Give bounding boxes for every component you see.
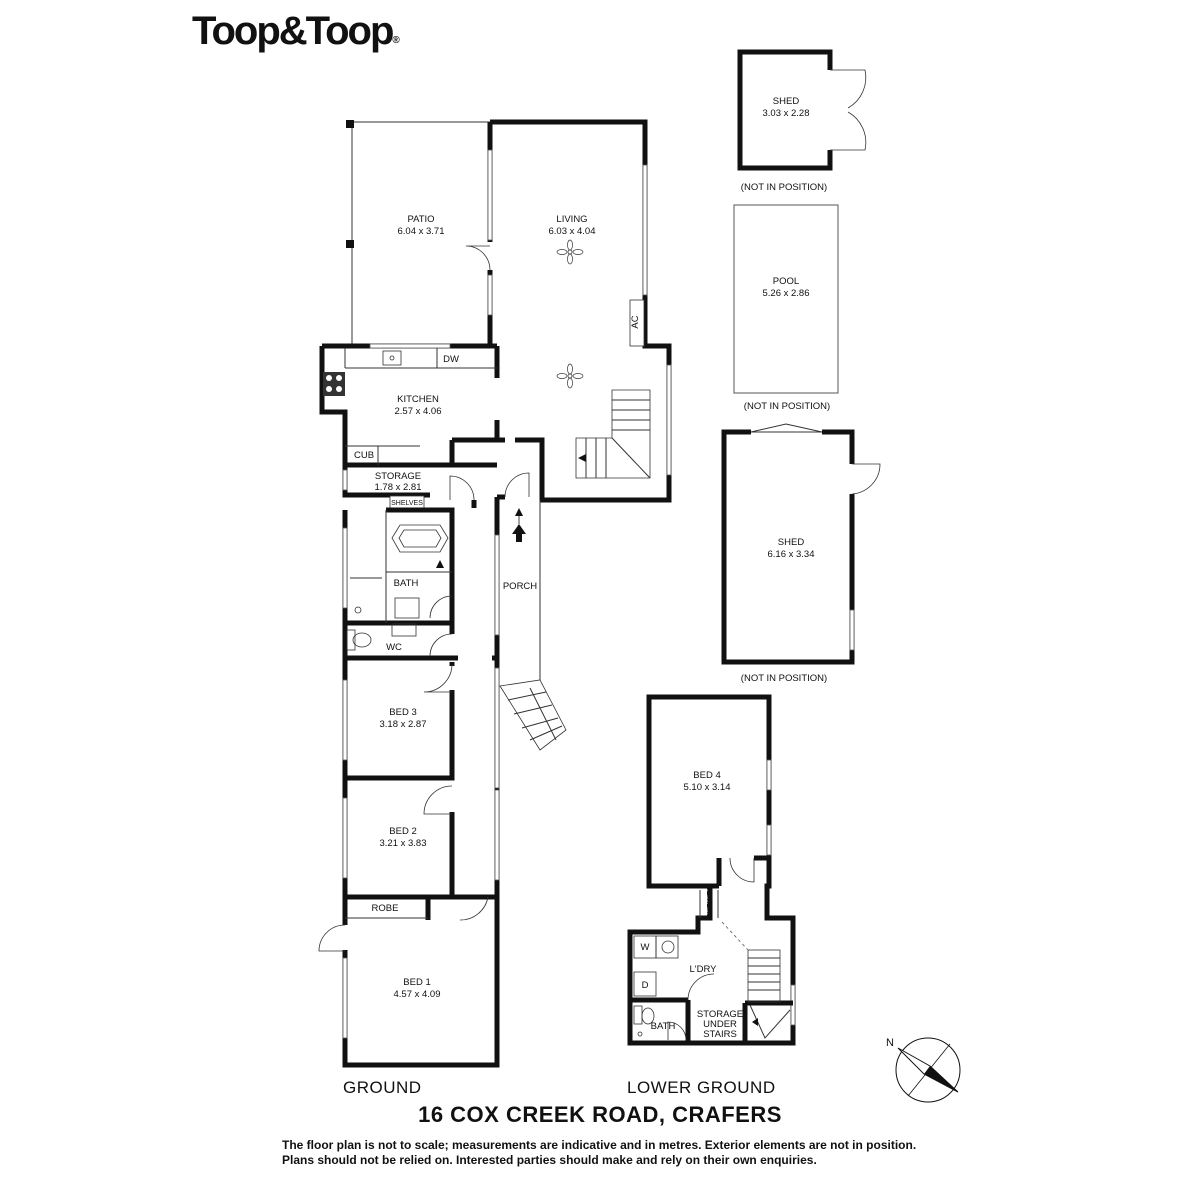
porch-label: PORCH [503, 581, 537, 592]
washer-label: W [641, 942, 650, 953]
pool-name: POOL [773, 276, 799, 287]
storage-under-stairs-line-1: STORAGE [697, 1009, 743, 1020]
patio-name: PATIO [407, 214, 434, 225]
shed-large [721, 423, 881, 665]
bed-1-name: BED 1 [403, 977, 430, 988]
dryer-label: D [642, 980, 649, 991]
pool-note: (NOT IN POSITION) [744, 401, 830, 412]
compass-north-label: N [886, 1037, 894, 1049]
storage-under-stairs-line-2: UNDER [703, 1019, 737, 1030]
shelves-label: SHELVES [391, 500, 423, 507]
living-name: LIVING [556, 214, 587, 225]
living-room-walls [465, 119, 672, 503]
shed-small [737, 49, 867, 171]
wc-label: WC [386, 642, 402, 653]
patio-dims: 6.04 x 3.71 [397, 226, 444, 237]
shed-large-dims: 6.16 x 3.34 [767, 549, 814, 560]
robe-label: ROBE [372, 903, 399, 914]
bed-3-walls [342, 655, 497, 781]
shed-small-note: (NOT IN POSITION) [741, 182, 827, 193]
property-address: 16 COX CREEK ROAD, CRAFERS [418, 1102, 782, 1127]
bed-3-name: BED 3 [389, 707, 416, 718]
lower-ground-walls [627, 694, 796, 1046]
bathroom-walls [342, 507, 455, 626]
living-dims: 6.03 x 4.04 [548, 226, 595, 237]
bed-4-name: BED 4 [693, 770, 720, 781]
ceiling-fan-icon [556, 239, 584, 265]
disclaimer: The floor plan is not to scale; measurem… [282, 1138, 922, 1168]
laundry-label: L'DRY [690, 964, 718, 975]
bed-2-dims: 3.21 x 3.83 [379, 838, 426, 849]
bath-label: BATH [394, 578, 419, 589]
bed-1-dims: 4.57 x 4.09 [393, 989, 440, 1000]
bed-4-dims: 5.10 x 3.14 [683, 782, 730, 793]
dishwasher-label: DW [443, 354, 459, 365]
ground-level-label: GROUND [343, 1078, 422, 1097]
ac-label: AC [630, 315, 641, 328]
shed-large-name: SHED [778, 537, 805, 548]
compass-icon [895, 1037, 961, 1103]
storage-hall-walls [342, 437, 497, 510]
bed-2-name: BED 2 [389, 826, 416, 837]
shed-large-note: (NOT IN POSITION) [741, 673, 827, 684]
storage-name: STORAGE [375, 471, 421, 482]
ceiling-fan-icon [556, 363, 584, 389]
bed-1-walls [318, 894, 500, 1068]
brand-logo: Toop&Toop® [192, 9, 400, 53]
lower-ground-level-label: LOWER GROUND [627, 1078, 776, 1097]
disclaimer-line-2: Plans should not be relied on. Intereste… [282, 1153, 817, 1167]
porch-corridor [494, 472, 567, 897]
shed-small-name: SHED [773, 96, 800, 107]
bath-lower-label: BATH [651, 1021, 676, 1032]
pool-dims: 5.26 x 2.86 [762, 288, 809, 299]
shed-small-dims: 3.03 x 2.28 [762, 108, 809, 119]
kitchen-walls [319, 343, 505, 468]
disclaimer-line-1: The floor plan is not to scale; measurem… [282, 1138, 917, 1152]
interior-stairs [575, 389, 651, 479]
shelves-lower-label: SHELVES [707, 886, 714, 918]
storage-dims: 1.78 x 2.81 [374, 482, 421, 493]
kitchen-name: KITCHEN [397, 394, 439, 405]
kitchen-dims: 2.57 x 4.06 [394, 406, 441, 417]
storage-under-stairs-line-3: STAIRS [703, 1029, 737, 1040]
pool-outline [733, 204, 839, 394]
bed-3-dims: 3.18 x 2.87 [379, 719, 426, 730]
cupboard-label: CUB [354, 450, 374, 461]
